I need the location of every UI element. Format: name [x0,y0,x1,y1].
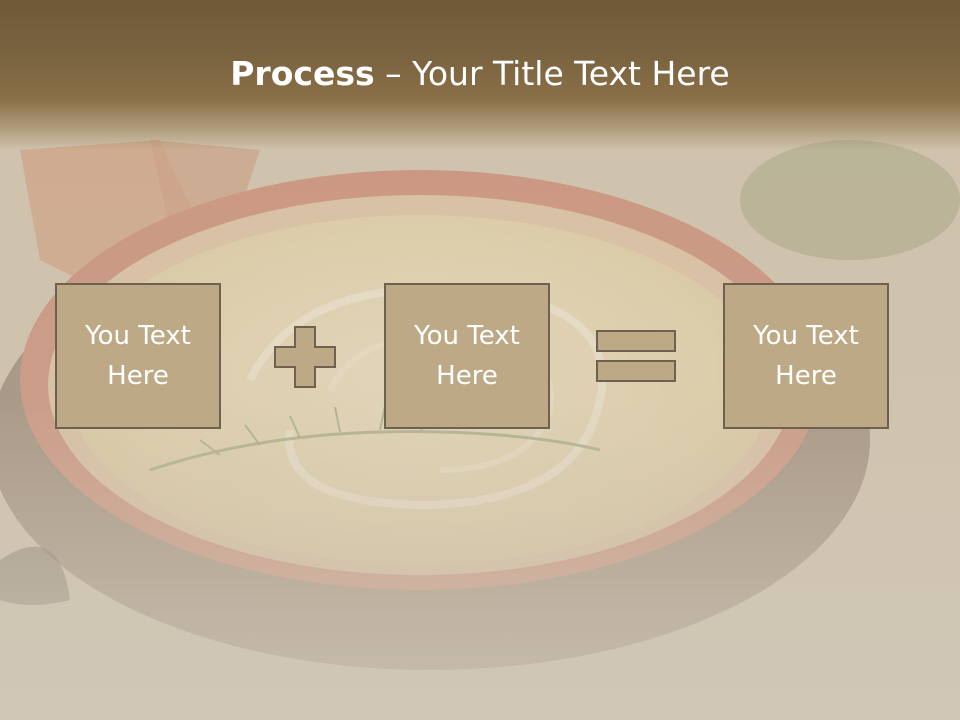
equals-icon [596,330,676,382]
text-box-2-label: You Text Here [414,321,520,391]
text-box-2[interactable]: You Text Here [384,283,550,429]
title-rest-text: – Your Title Text Here [374,54,730,93]
title-banner [0,0,960,150]
plus-icon [274,326,336,388]
slide-title: Process – Your Title Text Here [0,52,960,96]
text-box-1-label: You Text Here [85,321,191,391]
text-box-3-label: You Text Here [753,321,859,391]
text-box-1[interactable]: You Text Here [55,283,221,429]
title-bold-text: Process [230,54,375,93]
text-box-3[interactable]: You Text Here [723,283,889,429]
